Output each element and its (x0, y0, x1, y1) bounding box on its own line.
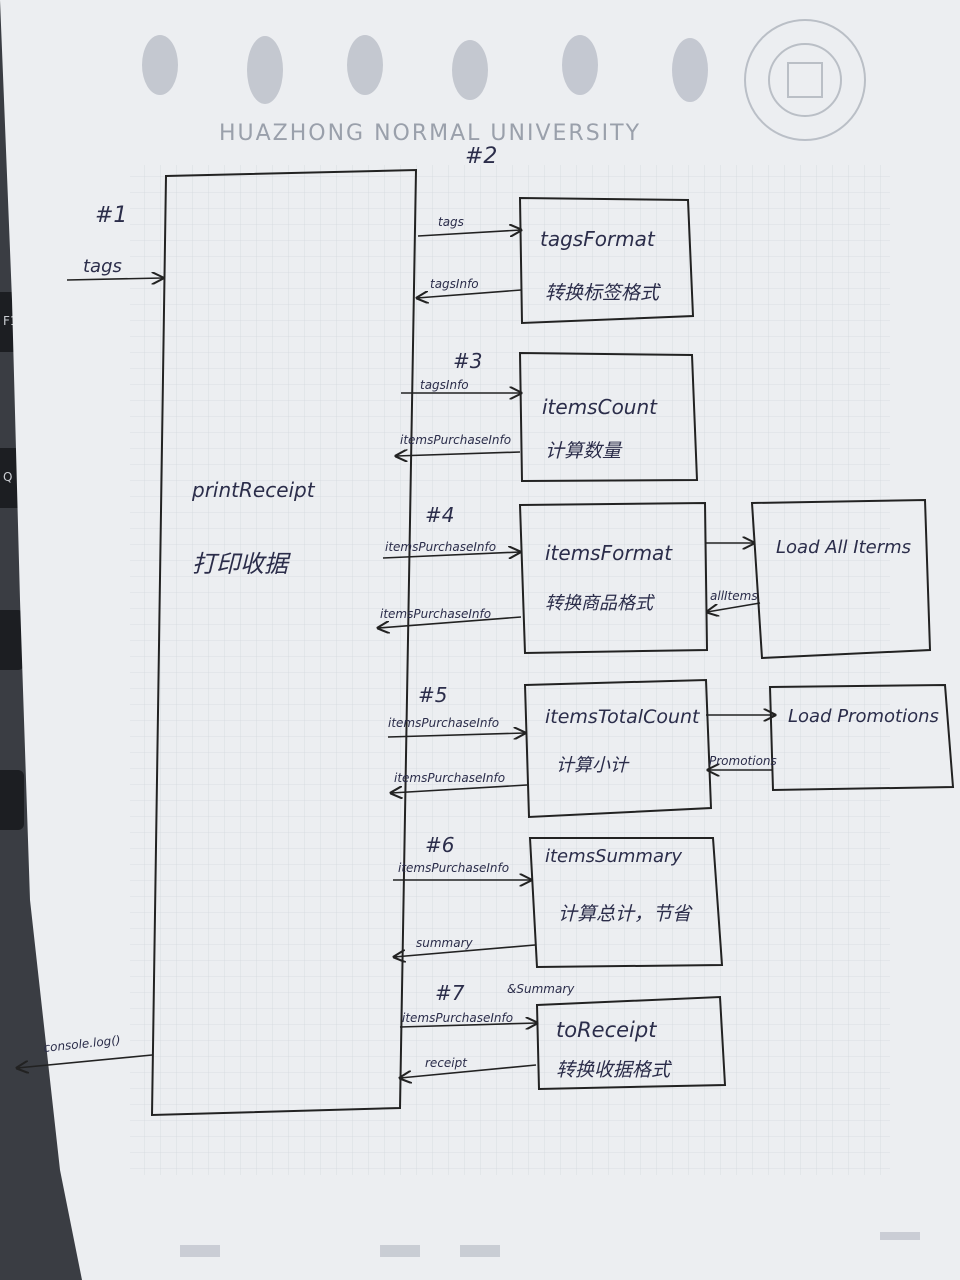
tags-format-box (518, 196, 695, 325)
step-label-3: #3 (453, 349, 482, 373)
items-count-box (518, 351, 699, 483)
items-total-count-in-arrow (387, 733, 525, 737)
items-total-count-box (523, 678, 713, 819)
items-format-out-label: itemsPurchaseInfo (380, 607, 491, 621)
items-count-subtitle: 计算数量 (545, 440, 623, 462)
keyboard-key (0, 610, 24, 670)
load-all-items-return-arrow (707, 602, 761, 612)
items-summary-out-label: summary (416, 936, 474, 950)
items-format-in-arrow (382, 552, 520, 558)
paper-footer-marks (180, 1232, 920, 1257)
load-promotions-box (768, 683, 955, 792)
university-seal (744, 19, 866, 141)
tags-format-out-label: tagsInfo (430, 277, 479, 291)
load-promotions-title: Load Promotions (788, 706, 939, 727)
to-receipt-out-label: receipt (425, 1056, 468, 1070)
step-label-2: #2 (465, 144, 497, 169)
tags-format-in-arrow (417, 230, 521, 236)
items-total-count-subtitle: 计算小计 (556, 755, 630, 776)
tags-format-out-arrow (417, 289, 522, 298)
to-receipt-in-label: itemsPurchaseInfo (402, 1011, 513, 1025)
load-all-items-title: Load All Iterms (776, 537, 911, 558)
items-summary-title: itemsSummary (545, 846, 682, 867)
input-arrow (66, 278, 163, 280)
to-receipt-title: toReceipt (556, 1018, 657, 1042)
load-all-items-box (750, 498, 932, 660)
input-label: tags (83, 256, 122, 277)
tags-format-title: tagsFormat (540, 227, 656, 251)
step-label-1: #1 (95, 203, 127, 228)
output-arrow (17, 1054, 153, 1068)
items-total-count-title: itemsTotalCount (545, 706, 701, 728)
grid-area (130, 165, 890, 1175)
items-count-out-arrow (396, 452, 521, 456)
step-label-5: #5 (418, 683, 447, 707)
items-count-title: itemsCount (542, 395, 658, 419)
items-format-out-arrow (378, 616, 522, 628)
items-total-count-out-arrow (391, 784, 528, 793)
step-label-6: #6 (425, 833, 454, 857)
items-summary-subtitle: 计算总计，节省 (558, 903, 693, 925)
step-label-4: #4 (425, 503, 454, 527)
items-format-subtitle: 转换商品格式 (545, 593, 655, 614)
to-receipt-box (535, 995, 727, 1091)
step-label-7: #7 (435, 981, 465, 1005)
load-all-items-return-label: allItems (710, 589, 758, 603)
university-calligraphy (142, 35, 708, 104)
items-format-title: itemsFormat (545, 541, 673, 565)
items-format-in-label: itemsPurchaseInfo (385, 540, 496, 554)
tags-format-subtitle: 转换标签格式 (545, 282, 662, 304)
load-promotions-return-label: Promotions (709, 754, 777, 768)
to-receipt-out-arrow (400, 1064, 537, 1078)
items-count-in-label: tagsInfo (420, 378, 469, 392)
print-receipt-box (150, 168, 418, 1117)
items-total-count-out-label: itemsPurchaseInfo (394, 771, 505, 785)
to-receipt-in-label-extra: &Summary (507, 982, 575, 996)
to-receipt-in-arrow (399, 1023, 537, 1027)
items-summary-out-arrow (394, 944, 536, 957)
tags-format-in-label: tags (438, 215, 464, 229)
items-summary-box (528, 837, 724, 969)
items-total-count-in-label: itemsPurchaseInfo (388, 716, 499, 730)
items-summary-in-label: itemsPurchaseInfo (398, 861, 509, 875)
items-format-box (518, 501, 709, 655)
print-receipt-title: printReceipt (191, 478, 316, 502)
keyboard-key (0, 770, 24, 830)
to-receipt-subtitle: 转换收据格式 (556, 1059, 673, 1081)
university-name: HUAZHONG NORMAL UNIVERSITY (219, 121, 641, 146)
print-receipt-subtitle: 打印收据 (192, 550, 291, 578)
items-count-out-label: itemsPurchaseInfo (400, 433, 511, 447)
